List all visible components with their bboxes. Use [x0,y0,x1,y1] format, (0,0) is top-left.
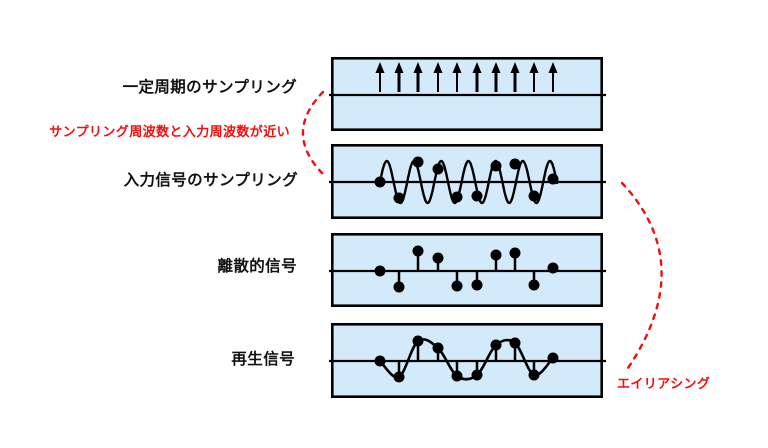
label-reconstructed-signal: 再生信号 [231,351,295,368]
label-fixed-sampling: 一定周期のサンプリング [122,79,297,96]
close-frequency-arc [301,90,327,178]
panel-reconstructed-signal [329,322,606,398]
aliasing-arc [620,181,663,370]
label-close-frequency-note: サンプリング周波数と入力周波数が近い [49,124,290,139]
panel-fixed-sampling [329,56,606,132]
label-input-signal-sampling: 入力信号のサンプリング [123,172,298,189]
label-aliasing: エイリアシング [617,376,711,391]
panel-discrete-signal [329,233,606,308]
label-discrete-signal: 離散的信号 [217,258,297,275]
panel-input-signal-sampling [329,144,606,220]
